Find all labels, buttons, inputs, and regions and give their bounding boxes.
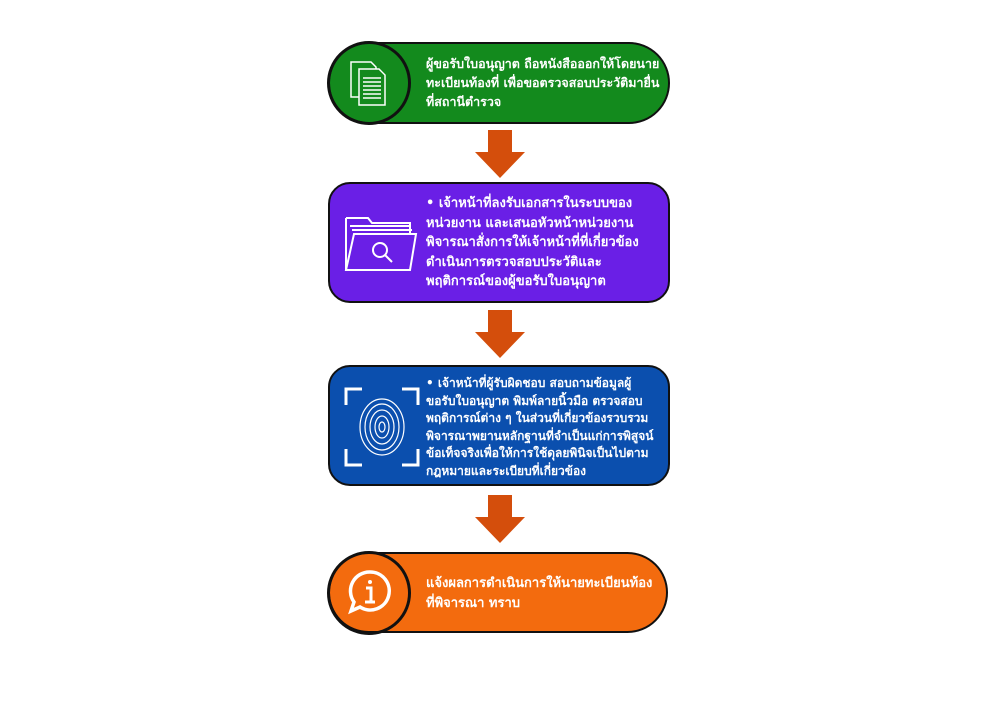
step-4-icon-circle	[327, 551, 411, 635]
info-bubble-icon	[348, 570, 391, 615]
step-2-box: • เจ้าหน้าที่ลงรับเอกสารในระบบของหน่วยงา…	[328, 182, 670, 303]
step-4-text: แจ้งผลการดำเนินการให้นายทะเบียนท้องที่พิ…	[426, 576, 653, 611]
step-3-box: • เจ้าหน้าที่ผู้รับผิดชอบ สอบถามข้อมูลผู…	[328, 365, 670, 486]
folder-search-icon	[344, 217, 418, 271]
step-1-text: ผู้ขอรับใบอนุญาต ถือหนังสือออกให้โดยนายท…	[426, 56, 660, 109]
down-arrow-3	[475, 495, 525, 543]
step-1-box: ผู้ขอรับใบอนุญาต ถือหนังสือออกให้โดยนายท…	[327, 41, 670, 125]
step-2-text: • เจ้าหน้าที่ลงรับเอกสารในระบบของหน่วยงา…	[426, 196, 639, 289]
down-arrow-2	[475, 310, 525, 358]
down-arrow-1	[475, 130, 525, 178]
step-4-box: แจ้งผลการดำเนินการให้นายทะเบียนท้องที่พิ…	[327, 551, 668, 635]
step-3-text: • เจ้าหน้าที่ผู้รับผิดชอบ สอบถามข้อมูลผู…	[426, 376, 654, 478]
step-1-icon-circle	[327, 41, 411, 125]
fingerprint-icon	[344, 387, 420, 467]
documents-icon	[350, 61, 386, 106]
